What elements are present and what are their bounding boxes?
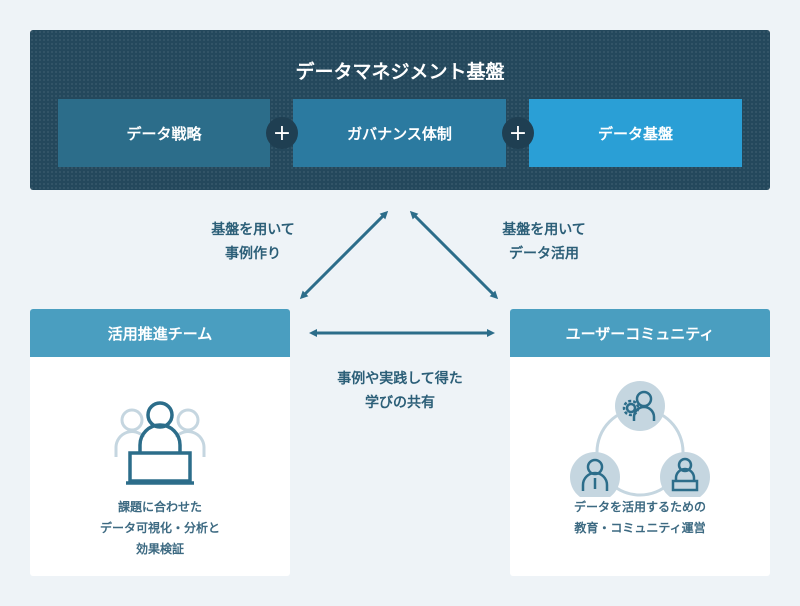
label-right-arrow: 基盤を用いてデータ活用 (502, 222, 586, 262)
pillar-data-infrastructure: データ基盤 (529, 99, 742, 167)
label-horizontal-arrow: 事例や実践して得た学びの共有 (337, 371, 463, 411)
card-promotion-team: 活用推進チーム 課題に合わせた データ可視化・分析と 効果検証 (30, 309, 290, 576)
card-title: ユーザーコミュニティ (510, 309, 770, 357)
community-network-icon (570, 381, 710, 497)
plus-icon: + (502, 117, 534, 149)
card-title: 活用推進チーム (30, 309, 290, 357)
arrow-left-diagonal (299, 210, 389, 300)
label-left-arrow: 基盤を用いて事例作り (211, 222, 295, 262)
card-user-community: ユーザーコミュニティ データを活用するための 教育・コミュニティ運営 (510, 309, 770, 576)
card-description: データを活用するための 教育・コミュニティ運営 (573, 500, 706, 535)
team-at-computer-icon (114, 401, 206, 485)
arrow-right-diagonal (409, 210, 499, 300)
pillar-data-strategy: データ戦略 (58, 99, 270, 167)
platform-title: データマネジメント基盤 (295, 61, 505, 83)
plus-icon: + (266, 117, 298, 149)
pillar-governance: ガバナンス体制 (293, 99, 506, 167)
card-description: 課題に合わせた データ可視化・分析と 効果検証 (99, 500, 220, 556)
data-management-platform-panel: データマネジメント基盤 データ戦略 + ガバナンス体制 + データ基盤 (30, 30, 770, 190)
